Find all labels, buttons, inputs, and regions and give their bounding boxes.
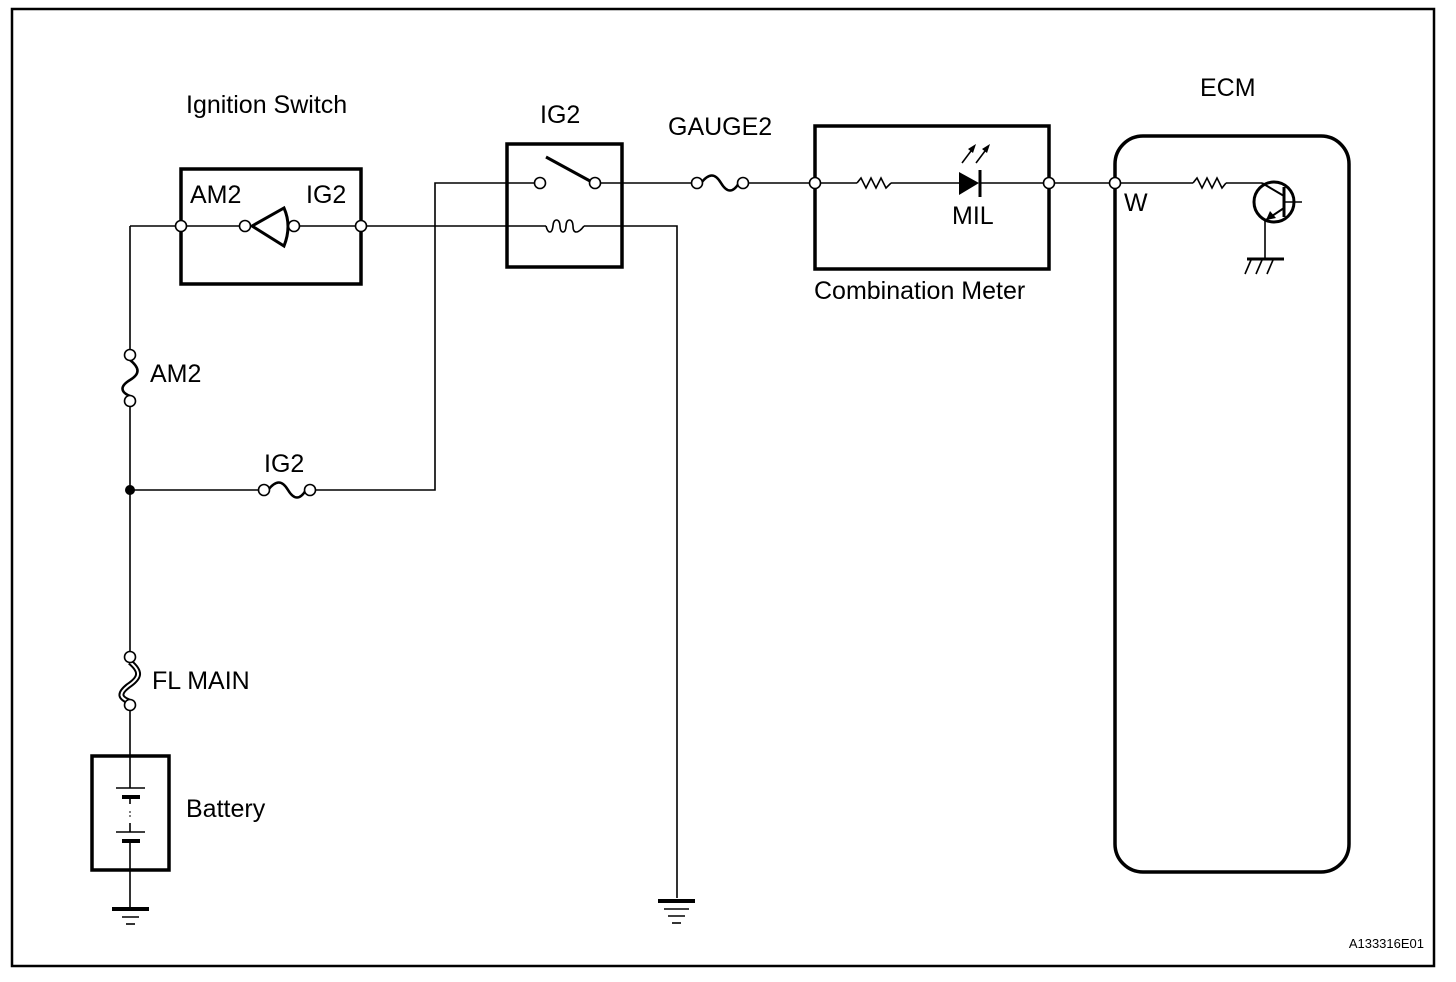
fl-main-fuse-label: FL MAIN [152, 667, 250, 695]
battery-label: Battery [186, 795, 266, 823]
battery-cell-icon [116, 756, 145, 870]
meter-terminal-in [808, 176, 822, 190]
gauge2-fuse-label: GAUGE2 [668, 113, 772, 141]
wire-coil-to-ground [584, 225, 678, 898]
transistor-icon [1252, 180, 1302, 224]
ecm-terminal-w [1108, 176, 1122, 190]
ignition-switch-terminal-am2 [174, 219, 188, 233]
ignition-switch-ig2-label: IG2 [306, 181, 346, 209]
ignition-switch-contact-icon [181, 205, 361, 249]
relay-coil-icon [545, 219, 585, 233]
ground-icon [112, 907, 149, 925]
ground-icon [658, 899, 695, 924]
am2-fuse-icon [121, 348, 139, 408]
mil-label: MIL [952, 202, 994, 230]
gauge2-fuse-icon [690, 174, 750, 192]
wire-ig2-fuse-to-relay [316, 182, 535, 491]
am2-fuse-label: AM2 [150, 360, 201, 388]
ecm-terminal-w-label: W [1124, 189, 1148, 217]
ig2-relay-box [505, 142, 624, 269]
ignition-switch-am2-label: AM2 [190, 181, 241, 209]
ignition-switch-title: Ignition Switch [186, 91, 347, 119]
fl-main-fuse-icon [118, 650, 141, 712]
ecm-title: ECM [1200, 74, 1256, 102]
chassis-ground-icon [1244, 257, 1284, 275]
ignition-switch-terminal-ig2 [354, 219, 368, 233]
figure-id: A133316E01 [1349, 936, 1424, 951]
combination-meter-box [813, 124, 1051, 271]
relay-switch-icon [533, 155, 602, 190]
diagram-frame [10, 7, 1436, 968]
mil-led-icon [959, 144, 990, 197]
ig2-fuse-icon [257, 481, 317, 499]
resistor-icon [856, 176, 892, 190]
combination-meter-title: Combination Meter [814, 277, 1025, 305]
ecm-box [1113, 134, 1351, 874]
ig2-relay-title: IG2 [540, 101, 580, 129]
ig2-fuse-label: IG2 [264, 450, 304, 478]
resistor-icon [1192, 176, 1227, 190]
meter-terminal-out [1042, 176, 1056, 190]
